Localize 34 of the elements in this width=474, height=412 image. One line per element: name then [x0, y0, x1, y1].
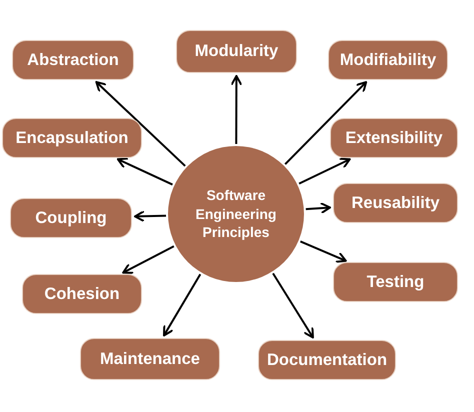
principle-box: [333, 262, 458, 302]
principle-box: [176, 30, 297, 73]
arrow: [300, 240, 347, 263]
arrow: [230, 75, 242, 144]
node-label: Encapsulation: [16, 128, 128, 148]
arrow: [122, 245, 174, 274]
node-label: Reusability: [351, 194, 440, 212]
node-label: Modifiability: [340, 50, 436, 70]
node-label: Testing: [366, 272, 424, 292]
principle-box: [12, 40, 134, 80]
node-label: Extensibility: [345, 128, 443, 148]
arrow: [134, 210, 166, 222]
principle-box: [330, 118, 458, 158]
arrow: [284, 81, 368, 165]
node-label: Software Engineering Principles: [194, 186, 278, 242]
arrow: [306, 202, 331, 214]
node-label: Modularity: [194, 42, 278, 61]
node-label: Documentation: [266, 350, 388, 370]
node-label: Maintenance: [100, 350, 200, 368]
node-label: Abstraction: [27, 50, 119, 70]
principle-box: [328, 40, 448, 80]
principle-box: [22, 274, 142, 314]
principle-box: [2, 118, 142, 158]
principle-box: [10, 198, 132, 238]
principle-box: [333, 183, 458, 223]
principle-box: [80, 338, 220, 380]
principle-box: [258, 340, 396, 380]
node-label: Cohesion: [44, 284, 120, 304]
arrow: [162, 274, 202, 336]
arrow: [116, 158, 173, 186]
arrow: [298, 158, 351, 185]
arrow: [95, 81, 186, 167]
node-label: Coupling: [35, 208, 107, 228]
arrow: [272, 272, 314, 338]
